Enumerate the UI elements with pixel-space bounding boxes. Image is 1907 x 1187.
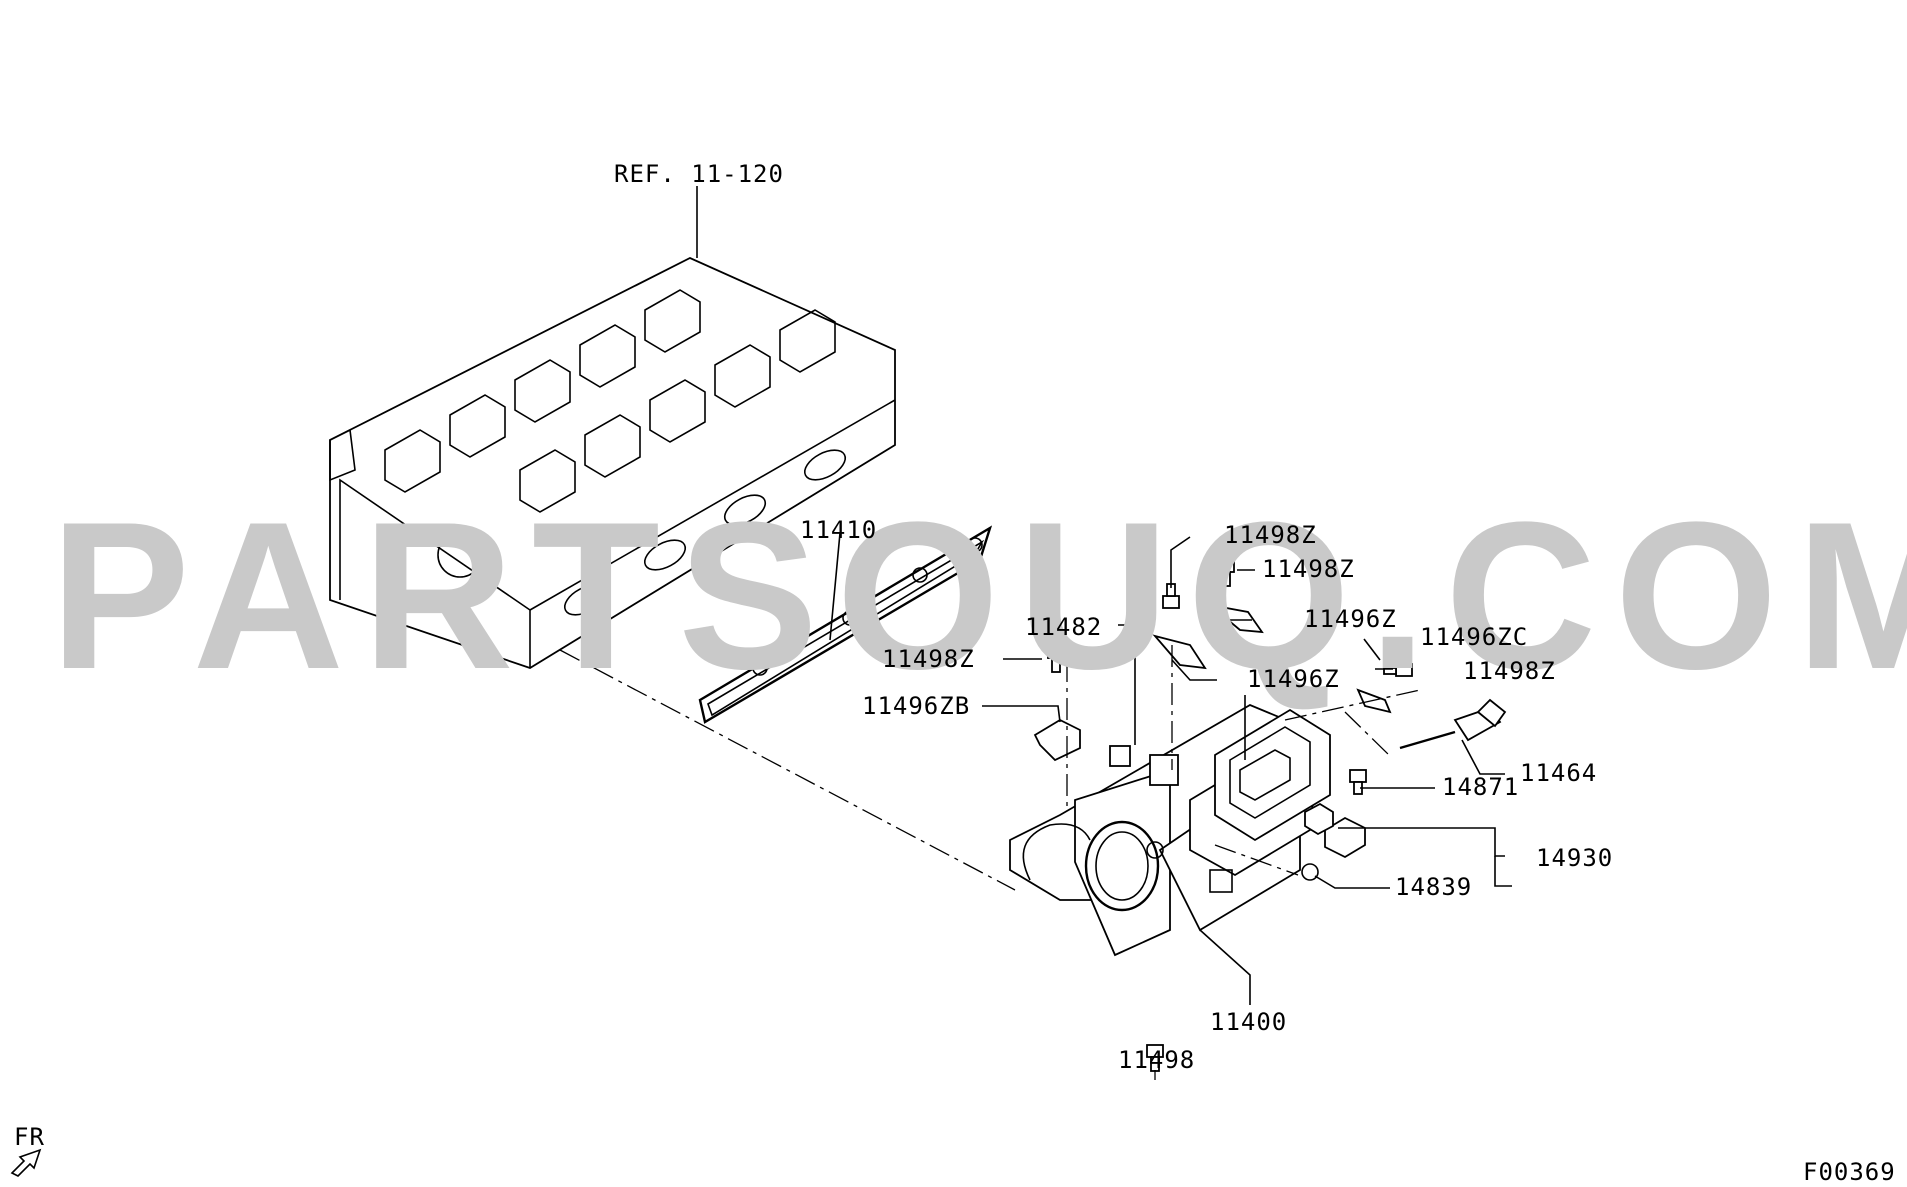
part-number-p9[interactable]: 11496Z	[1247, 665, 1340, 693]
leader-lines	[982, 536, 1512, 1005]
cylinder-head-illustration	[329, 186, 896, 669]
part-number-p5[interactable]: 11482	[1025, 613, 1102, 641]
gasket-11410-illustration	[698, 525, 993, 724]
watermark: PARTSOUQ.COM	[50, 478, 1907, 713]
part-number-p2[interactable]: 11498Z	[1224, 521, 1317, 549]
part-number-p14[interactable]: 14839	[1395, 873, 1472, 901]
part-number-p8[interactable]: 11498Z	[1463, 657, 1556, 685]
part-number-p4[interactable]: 11496Z	[1304, 605, 1397, 633]
part-number-p15[interactable]: 11400	[1210, 1008, 1287, 1036]
alignment-lines	[559, 645, 1421, 1080]
direction-label: FR	[14, 1123, 45, 1151]
part-number-p13[interactable]: 14930	[1536, 844, 1613, 872]
part-number-p16[interactable]: 11498	[1118, 1046, 1195, 1074]
part-number-p7[interactable]: 11496ZC	[1420, 623, 1528, 651]
part-number-p11[interactable]: 11464	[1520, 759, 1597, 787]
front-direction-arrow-icon	[10, 1148, 42, 1177]
part-number-p12[interactable]: 14871	[1442, 773, 1519, 801]
part-number-p3[interactable]: 11498Z	[1262, 555, 1355, 583]
throttle-body-11400-illustration	[1009, 695, 1331, 957]
reference-label: REF. 11-120	[614, 160, 784, 188]
part-number-p10[interactable]: 11496ZB	[862, 692, 970, 720]
part-number-p6[interactable]: 11498Z	[882, 645, 975, 673]
part-number-p1[interactable]: 11410	[800, 516, 877, 544]
figure-code: F00369	[1803, 1158, 1896, 1186]
bolts-and-brackets-illustration	[1033, 559, 1507, 1072]
